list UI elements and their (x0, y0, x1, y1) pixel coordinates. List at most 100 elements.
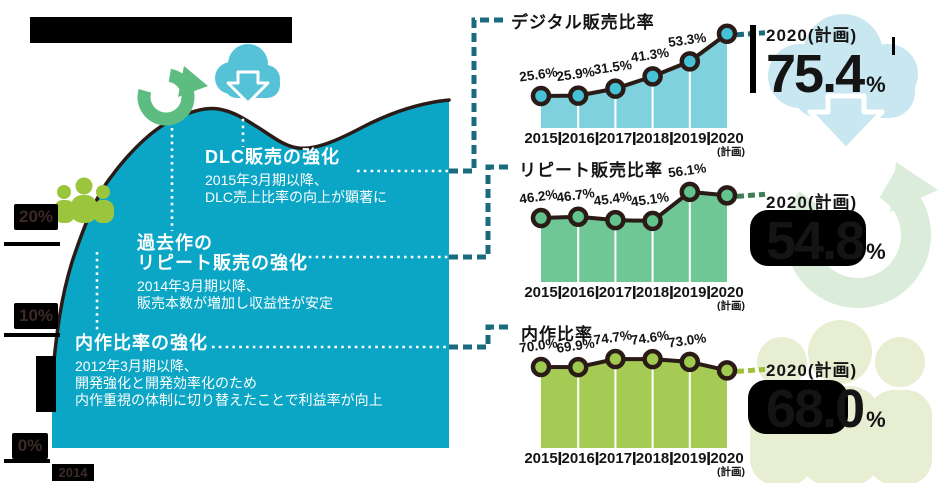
title-bar (30, 17, 292, 43)
plan-inhouse-label: 2020(計画) (766, 361, 858, 380)
chart-area (541, 191, 727, 282)
data-point (716, 360, 738, 381)
annotation-inhouse-line1: 2012年3月期以降、 (75, 358, 198, 374)
year-label: 2016 (562, 284, 595, 301)
data-point (716, 185, 738, 206)
data-point (567, 85, 589, 106)
plan-digital-value: 75.4 (766, 44, 865, 104)
axis-label-10: 10% (14, 303, 58, 329)
plan-digital-bar (750, 25, 756, 93)
year-label: 2019 (673, 130, 706, 147)
year-label: 2020 (710, 450, 743, 467)
data-point (530, 207, 552, 229)
data-point (679, 351, 701, 373)
year-separator (558, 452, 562, 465)
data-label: 45.4% (593, 189, 633, 209)
data-label: 31.5% (593, 57, 633, 77)
data-label: 46.2% (518, 186, 558, 206)
data-label: 25.9% (556, 64, 596, 84)
annotation-repeat: 過去作の リピート販売の強化 2014年3月期以降、 販売本数が増加し収益性が安… (137, 233, 333, 312)
axis-year-2014: 2014 (52, 464, 94, 481)
year-separator (595, 452, 599, 465)
plan-inhouse-blob (748, 380, 848, 434)
axis-label-20: 20% (14, 204, 58, 230)
data-point (567, 206, 589, 227)
connector-dlc-digital (449, 17, 506, 174)
data-label: 41.3% (630, 45, 670, 65)
year-label: 2019 (673, 450, 706, 467)
plan-block-repeat: 2020(計画) 54.8% (750, 188, 940, 271)
year-label: 2020 (710, 284, 743, 301)
refresh-bg-icon (785, 162, 938, 308)
plan-repeat-value: 54.8 (766, 211, 865, 271)
annotation-repeat-heading2: リピート販売の強化 (137, 253, 308, 273)
people-icon (54, 177, 114, 223)
year-label-plan: (計画) (717, 465, 745, 478)
year-label: 2018 (636, 130, 669, 147)
plan-repeat-blob (750, 210, 866, 266)
data-label: 74.7% (593, 327, 633, 347)
year-separator (633, 452, 636, 465)
data-label: 25.6% (518, 64, 558, 84)
data-point (567, 356, 589, 378)
plan-digital-tick (892, 37, 895, 55)
data-point (642, 66, 663, 87)
connector-repeat (449, 164, 508, 260)
annotation-inhouse-line2: 開発強化と開発効率化のため (75, 375, 257, 391)
annotation-inhouse-line3: 内作重視の体制に切り替えたことで利益率が向上 (75, 392, 383, 408)
chart-title-digital: デジタル販売比率 (511, 13, 655, 32)
plan-inhouse-unit: % (866, 407, 886, 432)
data-point (605, 209, 626, 231)
data-point (679, 51, 701, 72)
annotation-inhouse-heading: 内作比率の強化 (75, 333, 208, 353)
cloud-download-icon (215, 44, 280, 105)
plan-repeat-label: 2020(計画) (766, 193, 858, 212)
axis-bar (36, 356, 56, 412)
plan-connector (736, 191, 766, 199)
cloud-download-bg-icon (768, 14, 918, 153)
year-label-plan: (計画) (717, 145, 745, 158)
data-label: 70.0% (518, 335, 558, 355)
annotation-dlc-line1: 2015年3月期以降、 (205, 172, 328, 188)
plan-digital-label: 2020(計画) (766, 26, 858, 45)
data-point (679, 181, 701, 203)
annotation-repeat-heading1: 過去作の (137, 233, 213, 253)
year-separator (707, 286, 710, 299)
data-point (642, 210, 663, 232)
annotation-repeat-line1: 2014年3月期以降、 (137, 278, 260, 294)
annotation-inhouse: 内作比率の強化 2012年3月期以降、 開発強化と開発効率化のため 内作重視の体… (75, 333, 383, 409)
year-separator (595, 286, 599, 299)
data-point (530, 85, 552, 107)
year-label: 2019 (673, 284, 706, 301)
plan-block-inhouse: 2020(計画) 68.0% (748, 356, 940, 437)
year-label: 2017 (599, 284, 632, 301)
data-label: 56.1% (667, 160, 707, 180)
data-label: 73.0% (667, 330, 707, 350)
chart-title-repeat: リピート販売比率 (519, 161, 663, 180)
plan-repeat-unit: % (866, 239, 886, 264)
data-label: 69.9% (556, 336, 596, 356)
chart-title-inhouse: 内作比率 (521, 325, 593, 344)
annotation-dlc: DLC販売の強化 2015年3月期以降、 DLC売上比率の向上が顕著に (205, 147, 387, 206)
year-separator (670, 286, 673, 299)
data-point (605, 348, 626, 370)
annotation-dlc-line2: DLC売上比率の向上が顕著に (205, 189, 388, 205)
year-label: 2018 (636, 284, 669, 301)
year-separator (707, 452, 710, 465)
plan-block-digital: 2020(計画) 75.4% (750, 21, 940, 104)
year-separator (595, 132, 599, 145)
year-label: 2018 (636, 450, 669, 467)
data-label: 53.3% (667, 30, 707, 50)
axis-label-0: 0% (12, 433, 48, 459)
annotation-repeat-line2: 販売本数が増加し収益性が安定 (137, 295, 333, 311)
chart-area (541, 33, 727, 128)
year-label: 2017 (599, 130, 632, 147)
year-separator (558, 132, 562, 145)
data-label: 45.1% (630, 189, 670, 209)
mountain-shape (51, 98, 451, 448)
